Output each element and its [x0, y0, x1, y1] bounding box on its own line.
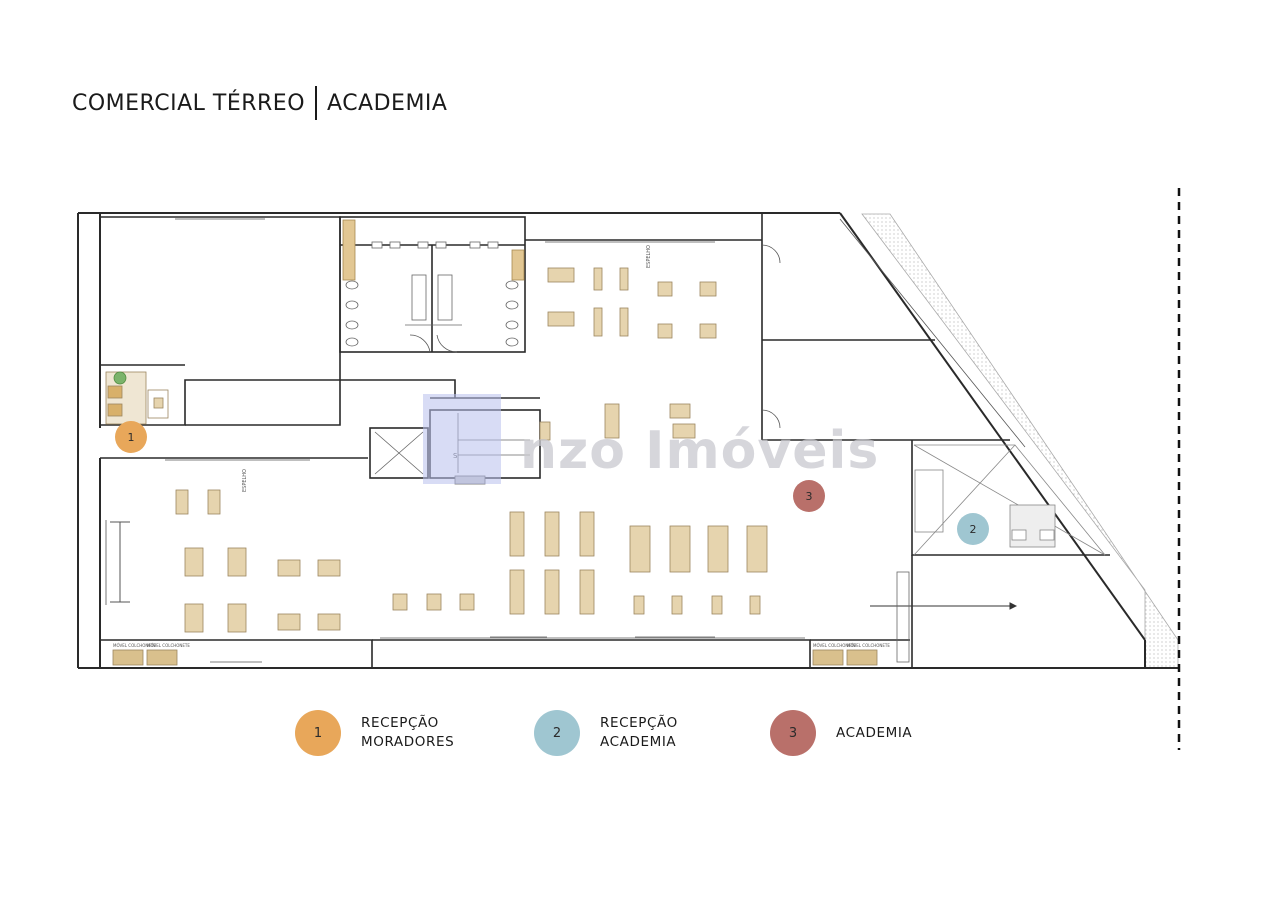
legend-circle-3: 3 — [770, 710, 816, 756]
marker-1: 1 — [115, 421, 147, 453]
furniture-label-1: MÓVEL COLCHONETE — [113, 643, 156, 648]
marker-3: 3 — [793, 480, 825, 512]
legend-item-3: 3 ACADEMIA — [770, 710, 912, 756]
legend-label-1: RECEPÇÃO MORADORES — [361, 715, 455, 750]
legend-label-3: ACADEMIA — [836, 724, 913, 741]
rack — [110, 521, 130, 603]
restroom-fixtures — [342, 219, 525, 347]
gym-equipment — [112, 267, 878, 666]
doors — [409, 244, 781, 429]
mirror-label-1: ESPELHO — [646, 245, 652, 268]
reception-moradores-furniture — [105, 371, 169, 425]
side-door — [896, 571, 910, 663]
title-separator — [315, 86, 318, 120]
entrance-arrow — [870, 602, 1018, 610]
watermark-text: nzo Imóveis — [520, 421, 880, 481]
marker-3-number: 3 — [805, 489, 813, 503]
furniture-label-2: MÓVEL COLCHONETE — [147, 643, 190, 648]
legend-circle-1: 1 — [295, 710, 341, 756]
marker-2-number: 2 — [969, 522, 977, 536]
legend-number-2: 2 — [552, 725, 562, 741]
legend-number-3: 3 — [788, 725, 798, 741]
legend-label-2: RECEPÇÃO ACADEMIA — [600, 715, 678, 750]
outer-walls — [77, 212, 1178, 669]
legend-item-1: 1 RECEPÇÃO MORADORES — [295, 710, 454, 756]
furniture-label-3: MÓVEL COLCHONETE — [813, 643, 856, 648]
marker-2: 2 — [957, 513, 989, 545]
watermark-block — [423, 394, 501, 484]
window-lines — [105, 218, 1026, 663]
reception-academia-area — [913, 444, 1106, 556]
mirror-label-2: ESPELHO — [242, 469, 248, 492]
page-title: COMERCIAL TÉRREO ACADEMIA — [72, 86, 447, 120]
furniture-label-4: MÓVEL COLCHONETE — [847, 643, 890, 648]
legend-item-2: 2 RECEPÇÃO ACADEMIA — [534, 710, 678, 756]
legend-number-1: 1 — [313, 725, 323, 741]
title-left: COMERCIAL TÉRREO — [72, 90, 306, 116]
title-right: ACADEMIA — [327, 90, 448, 116]
marker-1-number: 1 — [127, 430, 135, 444]
legend-circle-2: 2 — [534, 710, 580, 756]
